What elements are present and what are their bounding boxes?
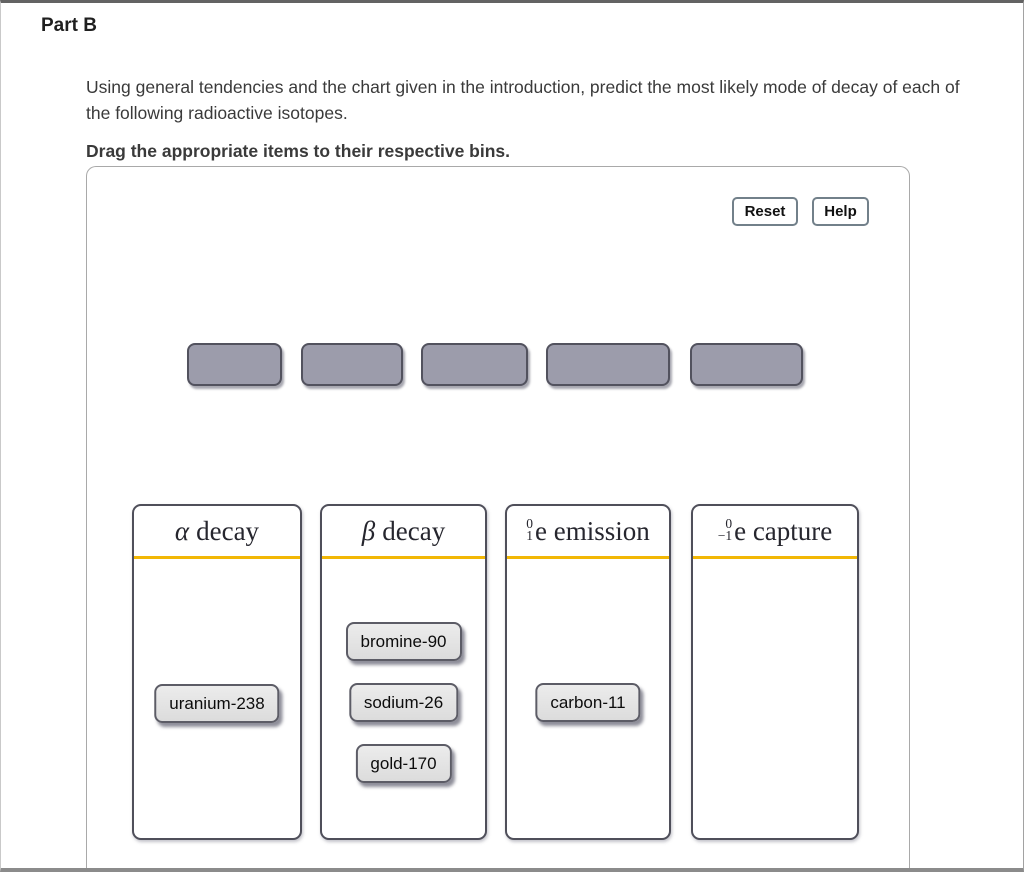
item-slot-2[interactable] <box>301 343 403 386</box>
draggable-item-carbon-11[interactable]: carbon-11 <box>535 683 641 722</box>
bin-underline <box>507 556 669 559</box>
bin-electron-capture-label: 0 −1 e capture <box>693 506 857 556</box>
draggable-item-gold-170[interactable]: gold-170 <box>355 744 452 783</box>
bin-positron-emission[interactable]: 0 1 e emission carbon-11 <box>505 504 671 840</box>
nuclide-notation: 0 −1 <box>717 516 733 543</box>
draggable-item-bromine-90[interactable]: bromine-90 <box>345 622 462 661</box>
drag-instruction: Drag the appropriate items to their resp… <box>86 140 510 161</box>
bin-alpha-decay-label: α decay <box>134 506 300 556</box>
alpha-symbol: α <box>174 515 190 546</box>
reset-button[interactable]: Reset <box>732 197 798 226</box>
mass-number: 0 <box>526 516 533 531</box>
part-title: Part B <box>41 15 97 36</box>
help-button[interactable]: Help <box>812 197 869 226</box>
bin-underline <box>693 556 857 559</box>
drag-drop-activity-panel: Reset Help α decay uranium-238 β decay b… <box>86 166 910 868</box>
beta-symbol: β <box>361 515 376 546</box>
item-slot-4[interactable] <box>546 343 670 386</box>
bin-underline <box>134 556 300 559</box>
bin-underline <box>322 556 485 559</box>
charge-number: −1 <box>717 528 733 543</box>
draggable-item-sodium-26[interactable]: sodium-26 <box>348 683 459 722</box>
charge-number: 1 <box>526 528 533 543</box>
bin-label-text: decay <box>382 515 446 546</box>
mass-number: 0 <box>725 516 733 531</box>
bin-alpha-decay[interactable]: α decay uranium-238 <box>132 504 302 840</box>
item-slot-1[interactable] <box>187 343 282 386</box>
item-slot-5[interactable] <box>690 343 803 386</box>
bin-label-text: e capture <box>734 515 833 546</box>
bin-electron-capture[interactable]: 0 −1 e capture <box>691 504 859 840</box>
bin-positron-emission-label: 0 1 e emission <box>507 506 669 556</box>
bin-label-text: decay <box>196 515 260 546</box>
instruction-paragraph: Using general tendencies and the chart g… <box>86 76 960 123</box>
bin-label-text: e emission <box>535 515 650 546</box>
draggable-item-uranium-238[interactable]: uranium-238 <box>154 684 280 723</box>
bin-beta-decay[interactable]: β decay bromine-90 sodium-26 gold-170 <box>320 504 487 840</box>
item-slot-3[interactable] <box>421 343 528 386</box>
bin-beta-decay-label: β decay <box>322 506 485 556</box>
nuclide-notation: 0 1 <box>526 516 533 543</box>
